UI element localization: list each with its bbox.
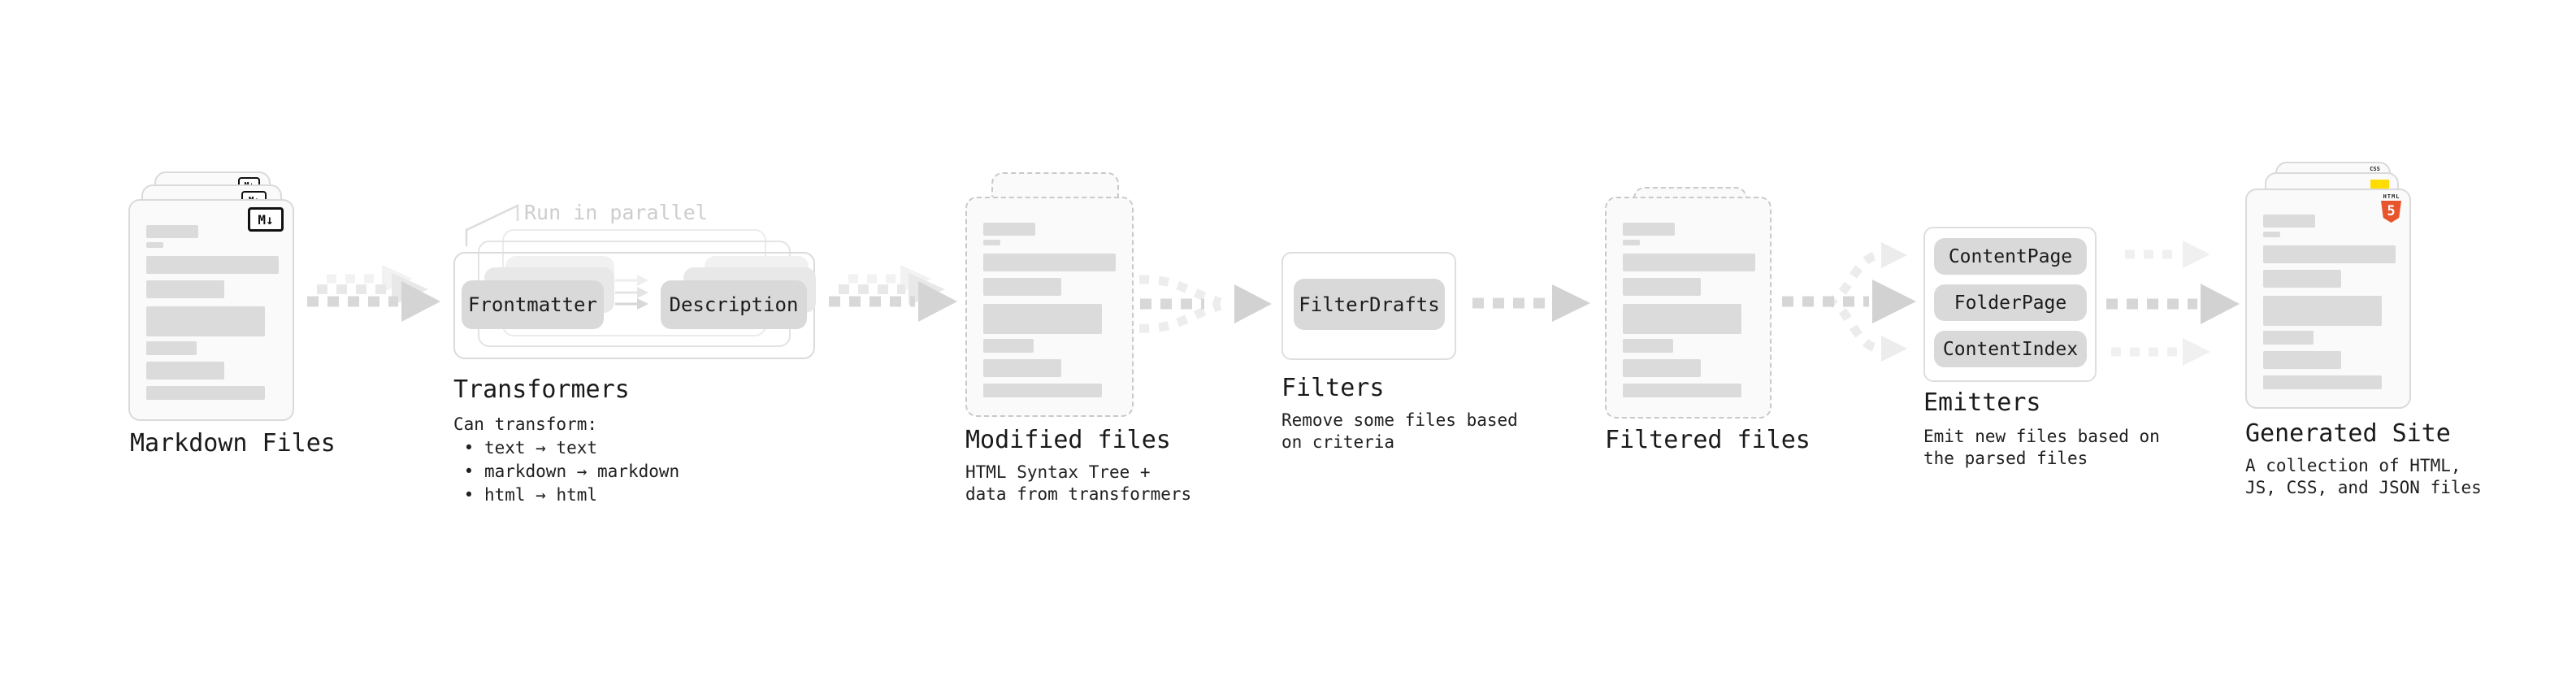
arrow-modified-to-filters <box>1138 275 1272 333</box>
placeholder-text-bar <box>1623 223 1675 236</box>
transformers-label: Transformers <box>453 375 630 404</box>
placeholder-text-bar <box>1623 304 1741 334</box>
modified-files-label: Modified files <box>965 426 1171 454</box>
emitters-caption: Emit new files based on the parsed files <box>1923 427 2160 468</box>
document-content-bars <box>1623 198 1770 417</box>
placeholder-text-bar <box>2263 351 2341 369</box>
emitters-label: Emitters <box>1923 388 2041 417</box>
placeholder-text-bar <box>1623 339 1673 353</box>
placeholder-text-bar <box>146 362 224 380</box>
filtered-files-label: Filtered files <box>1605 426 1811 454</box>
placeholder-text-bar <box>1623 384 1741 397</box>
placeholder-text-bar <box>983 223 1035 236</box>
filtered-file-card <box>1605 197 1772 419</box>
placeholder-text-bar <box>1623 359 1701 377</box>
filters-caption: Remove some files based on criteria <box>1281 410 1518 452</box>
placeholder-text-bar <box>983 304 1102 334</box>
content-page-emitter-chip: ContentPage <box>1934 238 2087 275</box>
placeholder-text-bar <box>983 339 1034 353</box>
markdown-icon: M↓ <box>248 207 284 232</box>
placeholder-text-bar <box>146 386 265 400</box>
placeholder-text-bar <box>983 278 1061 296</box>
content-index-emitter-chip: ContentIndex <box>1934 331 2087 367</box>
html5-icon: HTML 5 <box>2381 193 2402 223</box>
generated-site-label: Generated Site <box>2245 419 2451 448</box>
generated-site-card: HTML 5 <box>2245 189 2411 409</box>
arrow-filtered-to-emitters <box>1782 242 1916 362</box>
placeholder-text-bar <box>983 359 1061 377</box>
placeholder-text-bar <box>2263 232 2280 237</box>
placeholder-text-bar <box>983 384 1102 397</box>
js-icon <box>2370 180 2389 189</box>
generated-site-caption: A collection of HTML, JS, CSS, and JSON … <box>2245 456 2482 497</box>
markdown-file-card: M↓ <box>128 199 294 421</box>
run-in-parallel-note: Run in parallel <box>524 201 708 224</box>
placeholder-text-bar <box>983 254 1116 271</box>
document-content-bars <box>146 201 293 419</box>
placeholder-text-bar <box>983 240 1000 245</box>
description-transformer-chip: Description <box>661 280 807 329</box>
placeholder-text-bar <box>146 256 279 274</box>
placeholder-text-bar <box>2263 215 2315 228</box>
modified-files-caption: HTML Syntax Tree + data from transformer… <box>965 462 1192 504</box>
arrow-markdown-to-transformers <box>307 265 440 322</box>
placeholder-text-bar <box>2263 245 2396 263</box>
modified-file-card <box>965 197 1134 417</box>
frontmatter-transformer-chip: Frontmatter <box>462 280 604 329</box>
transformers-caption: Can transform: • text → text • markdown … <box>453 414 680 505</box>
filter-drafts-chip: FilterDrafts <box>1294 279 1445 330</box>
folder-page-emitter-chip: FolderPage <box>1934 284 2087 321</box>
document-content-bars <box>2263 190 2409 407</box>
placeholder-text-bar <box>2263 296 2382 326</box>
placeholder-text-bar <box>1623 254 1755 271</box>
arrow-transformers-to-modified <box>829 265 957 322</box>
placeholder-text-bar <box>146 306 265 336</box>
placeholder-text-bar <box>2263 331 2314 345</box>
placeholder-text-bar <box>2263 270 2341 288</box>
placeholder-text-bar <box>146 280 224 298</box>
placeholder-text-bar <box>2263 375 2382 389</box>
placeholder-text-bar <box>146 341 197 355</box>
document-content-bars <box>983 198 1132 415</box>
placeholder-text-bar <box>146 242 163 248</box>
markdown-files-label: Markdown Files <box>130 429 336 458</box>
arrow-filters-to-filtered <box>1472 284 1590 322</box>
arrow-emitters-to-generated <box>2106 241 2240 366</box>
filters-label: Filters <box>1281 374 1385 402</box>
placeholder-text-bar <box>1623 240 1640 245</box>
placeholder-text-bar <box>1623 278 1701 296</box>
placeholder-text-bar <box>146 225 198 238</box>
